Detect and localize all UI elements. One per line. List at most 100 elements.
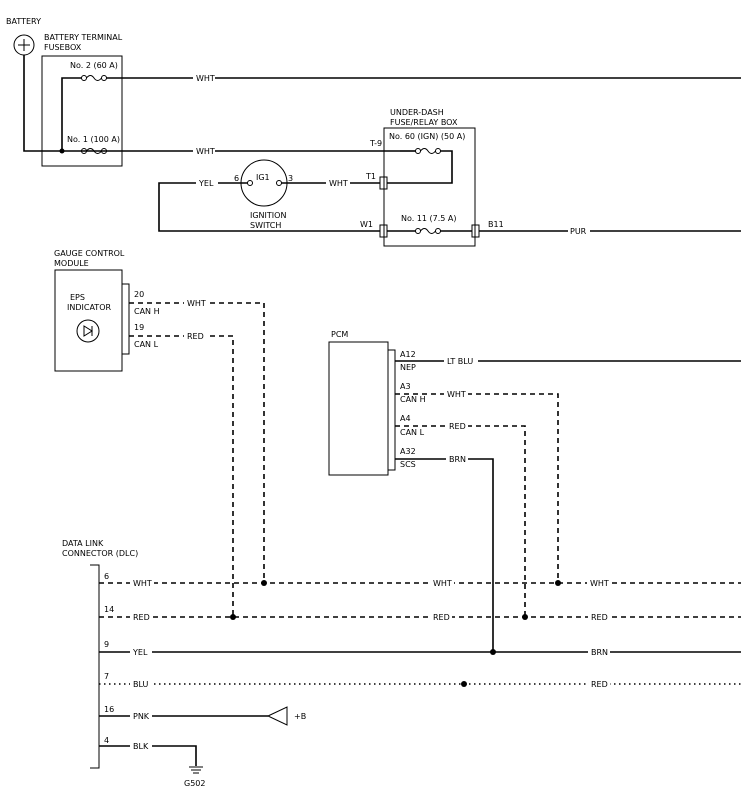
label-bg (446, 420, 468, 431)
ignition-pin6-label: 6 (234, 174, 239, 183)
gauge-title-line1: GAUGE CONTROL (54, 249, 125, 258)
data-link-connector: DATA LINK CONNECTOR (DLC) 6 14 9 7 16 4 (62, 539, 138, 769)
eps-indicator-lamp-icon (76, 319, 100, 343)
dlc-pin-6: 6 (104, 572, 109, 581)
ignition-contact-6 (247, 180, 253, 186)
wire-label-red: RED (187, 332, 204, 341)
pcm-connector (387, 349, 396, 471)
label-bg (130, 646, 152, 657)
wire-label-brn: BRN (591, 648, 608, 657)
fuse-no2-terminal-a (81, 75, 87, 81)
gauge-pin19-label: 19 (134, 323, 144, 332)
junction-dot (261, 580, 267, 586)
fuse-no2-label: No. 2 (60 A) (70, 61, 118, 70)
ignition-pin3-label: 3 (288, 174, 293, 183)
battery: BATTERY (6, 17, 41, 56)
label-bg (326, 177, 350, 188)
gauge-title-line2: MODULE (54, 259, 89, 268)
wire-label-yel: YEL (132, 648, 148, 657)
dlc-pin-9: 9 (104, 640, 109, 649)
label-bg (184, 297, 208, 308)
label-bg (130, 577, 154, 588)
pcm-canh-label: CAN H (400, 395, 426, 404)
dlc-title-line2: CONNECTOR (DLC) (62, 549, 138, 558)
junction-dot (461, 681, 467, 687)
terminal-t1-label: T1 (365, 172, 376, 181)
label-bg (196, 177, 218, 188)
label-bg (430, 577, 454, 588)
wire-label-blk: BLK (133, 742, 149, 751)
label-bg (430, 611, 452, 622)
ignition-label-line2: SWITCH (250, 221, 281, 230)
fuse-no60-icon (420, 148, 436, 154)
power-plus-b-label: +B (294, 712, 306, 721)
eps-label-line2: INDICATOR (67, 303, 111, 312)
ground-label: G502 (184, 779, 205, 788)
junction-dot (230, 614, 236, 620)
label-bg (130, 740, 152, 751)
label-bg (193, 145, 215, 156)
fusebox-outline (41, 55, 123, 167)
wire-label-lt-blu: LT BLU (447, 357, 473, 366)
wire-label-wht: WHT (196, 147, 215, 156)
ignition-contact-3 (276, 180, 282, 186)
terminal-b11-label: B11 (488, 220, 504, 229)
label-bg (444, 388, 468, 399)
wire-label-wht: WHT (433, 579, 452, 588)
wire-label-pnk: PNK (133, 712, 150, 721)
fuse-no60-terminal-a (415, 148, 421, 154)
gauge-pin20-label: 20 (134, 290, 144, 299)
fuse-no11-icon (420, 228, 436, 234)
wire-label-red: RED (449, 422, 466, 431)
pcm-title: PCM (331, 330, 348, 339)
pcm-canl-label: CAN L (400, 428, 425, 437)
wire-brn-scs (395, 458, 494, 652)
dlc-pin-4: 4 (104, 736, 109, 745)
battery-label: BATTERY (6, 17, 41, 26)
label-bg (588, 611, 610, 622)
fusebox-title-line2: FUSEBOX (44, 43, 82, 52)
eps-label-line1: EPS (70, 293, 85, 302)
pcm-scs-label: SCS (400, 460, 416, 469)
relaybox-outline (383, 127, 476, 247)
fusebox-title-line1: BATTERY TERMINAL (44, 33, 123, 42)
pcm-a3-label: A3 (400, 382, 411, 391)
ignition-ig1-label: IG1 (256, 173, 270, 182)
label-bg (446, 453, 468, 464)
junction-dot (490, 649, 496, 655)
label-bg (184, 330, 206, 341)
wire-battery-main (23, 55, 400, 152)
fuse-no11-terminal-b (435, 228, 441, 234)
fuse-no2-icon (86, 75, 102, 81)
label-bg (587, 577, 611, 588)
pcm-a4-label: A4 (400, 414, 411, 423)
wire-fusebox-internal (61, 77, 82, 151)
diode-icon (83, 325, 93, 337)
gauge-connector (121, 283, 130, 355)
label-bg (130, 678, 152, 689)
wire-red-can-l-pcm (395, 425, 526, 617)
label-bg (588, 678, 610, 689)
ground-icon (189, 766, 203, 774)
terminal-t9-label: T-9 (369, 139, 382, 148)
dlc-bracket (90, 564, 100, 769)
pcm-a32-label: A32 (400, 447, 416, 456)
wire-label-pur: PUR (570, 227, 587, 236)
gauge-control-module: GAUGE CONTROL MODULE EPS INDICATOR 20 CA… (54, 249, 160, 372)
wire-wht-can-h-gauge (129, 302, 265, 583)
label-bg (444, 355, 478, 366)
pcm: PCM A12 NEP A3 CAN H A4 CAN L A32 SCS (328, 330, 426, 476)
fuse-no1-label: No. 1 (100 A) (67, 135, 120, 144)
pcm-nep-label: NEP (400, 363, 416, 372)
fuse-no11-label: No. 11 (7.5 A) (401, 214, 457, 223)
wire-label-red: RED (591, 680, 608, 689)
wire-label-red: RED (433, 613, 450, 622)
wire-wht-can-h-pcm (395, 393, 559, 583)
wire-label-yel: YEL (198, 179, 214, 188)
wire-label-red: RED (133, 613, 150, 622)
fuse-no60-terminal-b (435, 148, 441, 154)
wire-label-wht: WHT (329, 179, 348, 188)
pcm-a12-label: A12 (400, 350, 416, 359)
wire-label-wht: WHT (590, 579, 609, 588)
